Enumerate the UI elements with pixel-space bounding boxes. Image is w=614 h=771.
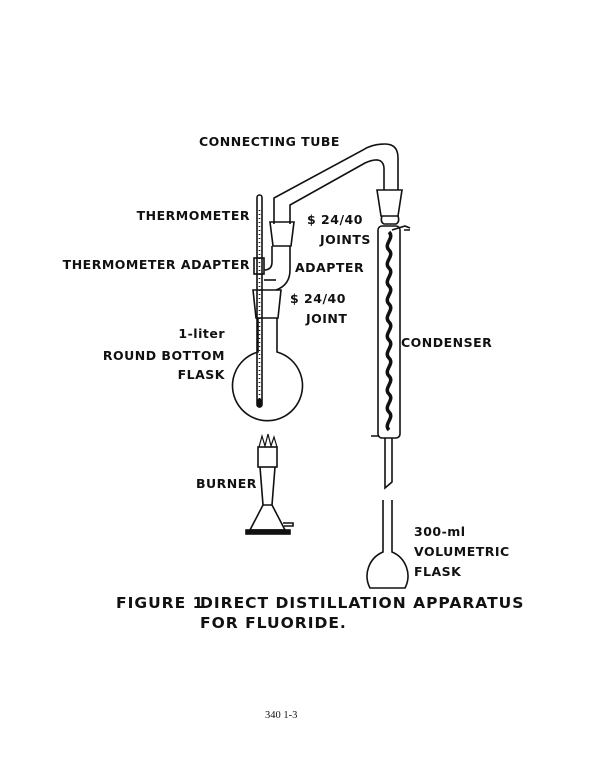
label-adapter: ADAPTER (295, 260, 365, 275)
upper-joint (269, 221, 295, 247)
connecting-tube (273, 143, 399, 224)
thermometer (256, 194, 263, 408)
caption-figure-number: FIGURE 1 (116, 594, 205, 612)
volumetric-flask (366, 500, 409, 589)
label-vol-type: VOLUMETRIC (414, 544, 510, 559)
label-flask-size: 1-liter (178, 326, 225, 341)
label-thermometer-adapter: THERMOMETER ADAPTER (62, 257, 250, 272)
label-thermometer: THERMOMETER (136, 208, 250, 223)
condenser (371, 225, 411, 490)
label-connecting-tube: CONNECTING TUBE (199, 134, 340, 149)
label-joint-size: $ 24/40 (290, 291, 346, 306)
label-burner: BURNER (196, 476, 257, 491)
label-flask-type: ROUND BOTTOM (102, 348, 225, 363)
label-flask: FLASK (177, 367, 225, 382)
burner (245, 433, 294, 535)
label-condenser: CONDENSER (401, 335, 493, 350)
thermometer-adapter (253, 257, 265, 275)
label-joints: JOINTS (320, 232, 371, 247)
label-vol-size: 300-ml (414, 524, 466, 539)
caption-line-1: DIRECT DISTILLATION APPARATUS (200, 594, 525, 612)
label-vol-flask: FLASK (414, 564, 462, 579)
page-number: 340 1-3 (265, 710, 298, 721)
flask-joint (252, 289, 282, 319)
round-bottom-flask (231, 318, 304, 422)
condenser-joint (376, 189, 403, 217)
label-joints-size: $ 24/40 (307, 212, 363, 227)
adapter (263, 246, 291, 291)
label-joint: JOINT (306, 311, 348, 326)
caption-line-2: FOR FLUORIDE. (200, 614, 347, 632)
